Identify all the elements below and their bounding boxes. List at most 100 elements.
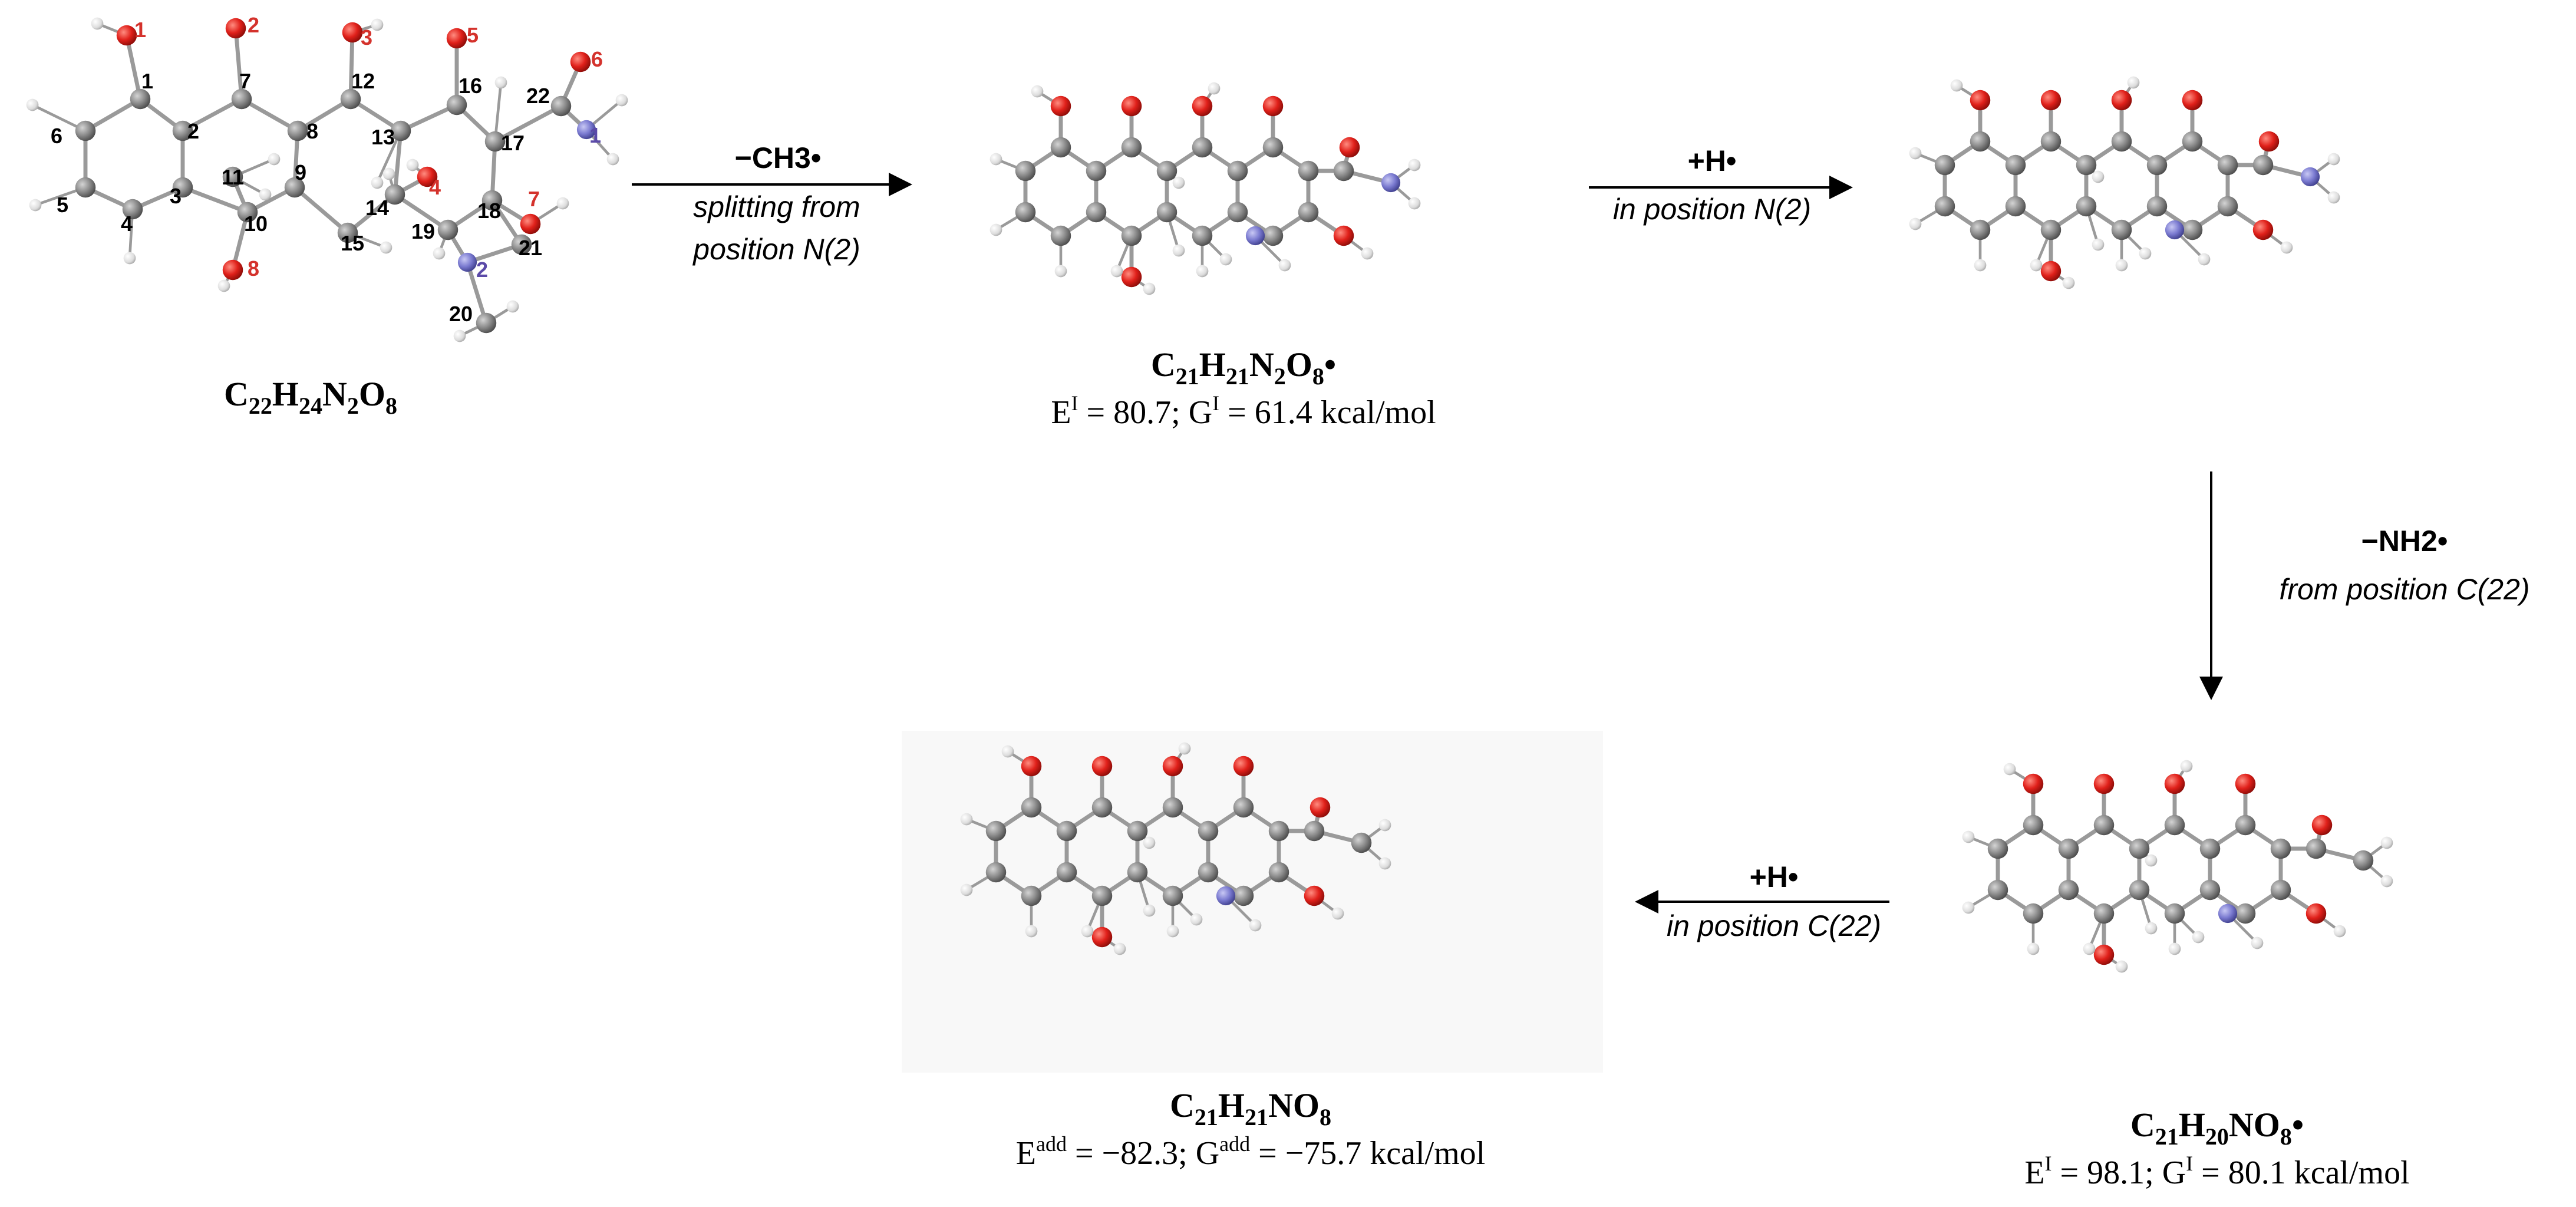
carbon-atom <box>2093 814 2115 836</box>
carbon-atom <box>1121 137 1142 158</box>
carbon-atom <box>1156 160 1177 182</box>
label-c22: 22 <box>526 84 550 108</box>
oxygen-atom <box>2111 90 2132 111</box>
carbon-atom <box>1934 154 1955 176</box>
carbon-atom <box>1198 820 1219 842</box>
hydrogen-atom <box>556 197 569 210</box>
bond <box>348 30 355 101</box>
hydrogen-atom <box>2083 942 2096 955</box>
hydrogen-atom <box>1962 901 1975 914</box>
hydrogen-atom <box>1909 147 1922 160</box>
oxygen-atom <box>225 18 246 39</box>
oxygen-atom <box>1192 95 1213 117</box>
hydrogen-atom <box>1974 259 1987 272</box>
molecule-4-structure <box>1962 760 2393 973</box>
carbon-atom <box>340 88 361 110</box>
label-c4: 4 <box>121 212 133 236</box>
carbon-atom <box>2111 219 2132 240</box>
oxygen-atom <box>1333 225 1354 246</box>
bond <box>180 185 250 215</box>
carbon-atom <box>1050 225 1071 246</box>
oxygen-atom <box>2093 944 2115 965</box>
label-c2: 2 <box>187 119 199 143</box>
carbon-atom <box>1091 885 1113 906</box>
reaction-1-reagent: −CH3• <box>735 141 822 174</box>
carbon-atom <box>1162 885 1183 906</box>
carbon-atom <box>1227 202 1248 223</box>
hydrogen-atom <box>2092 170 2105 183</box>
bond <box>292 185 350 235</box>
label-n1: 1 <box>589 123 601 147</box>
label-n2: 2 <box>476 258 488 282</box>
reaction-2-condition: in position N(2) <box>1613 193 1811 226</box>
carbon-atom <box>2076 154 2097 176</box>
oxygen-atom <box>1121 95 1142 117</box>
nitrogen-atom <box>2165 220 2185 240</box>
hydrogen-atom <box>1143 836 1156 849</box>
hydrogen-atom <box>1408 197 1421 210</box>
carbon-atom <box>337 222 358 243</box>
molecule-1-formula: C22H24N2O8 <box>224 375 397 419</box>
carbon-atom <box>1127 862 1148 883</box>
carbon-atom <box>1156 202 1177 223</box>
oxygen-atom <box>1162 756 1183 777</box>
hydrogen-atom <box>2030 259 2043 272</box>
reaction-3-condition: from position C(22) <box>2279 573 2529 606</box>
hydrogen-atom <box>2092 238 2105 251</box>
hydrogen-atom <box>2380 836 2393 849</box>
hydrogen-atom <box>91 17 104 30</box>
label-c3: 3 <box>170 184 182 208</box>
carbon-atom <box>130 88 151 110</box>
reaction-4-reagent: +H• <box>1750 860 1799 893</box>
carbon-atom <box>2111 131 2132 152</box>
hydrogen-atom <box>1962 830 1975 843</box>
label-c11: 11 <box>222 165 244 189</box>
hydrogen-atom <box>1208 82 1221 95</box>
carbon-atom <box>284 177 305 198</box>
bond <box>465 260 489 325</box>
carbon-atom <box>2058 879 2079 901</box>
hydrogen-atom <box>1054 265 1067 278</box>
label-c16: 16 <box>459 74 482 98</box>
label-c5: 5 <box>57 193 68 217</box>
carbon-atom <box>985 820 1007 842</box>
molecule-1-atom-labels: 1 2 3 4 5 6 7 8 9 10 11 12 13 14 15 16 1… <box>51 69 550 326</box>
carbon-atom <box>1050 137 1071 158</box>
oxygen-atom <box>2235 773 2256 794</box>
label-c8: 8 <box>306 119 318 143</box>
hydrogen-atom <box>2280 241 2293 254</box>
oxygen-atom <box>1339 137 1360 158</box>
carbon-atom <box>476 312 497 334</box>
carbon-atom <box>2129 838 2150 859</box>
oxygen-atom <box>1091 926 1113 948</box>
carbon-atom <box>2182 131 2203 152</box>
carbon-atom <box>122 199 143 220</box>
carbon-atom <box>1056 820 1077 842</box>
label-o4: 4 <box>429 175 441 199</box>
carbon-atom <box>1304 820 1325 842</box>
hydrogen-atom <box>2327 153 2340 166</box>
carbon-atom <box>2023 903 2044 924</box>
hydrogen-atom <box>1378 819 1391 832</box>
carbon-atom <box>2058 838 2079 859</box>
oxygen-atom <box>1304 885 1325 906</box>
carbon-atom <box>1227 160 1248 182</box>
bond <box>83 97 143 133</box>
hydrogen-atom <box>615 94 628 107</box>
label-c17: 17 <box>501 131 525 155</box>
oxygen-atom <box>2305 903 2327 924</box>
oxygen-atom <box>342 22 363 43</box>
oxygen-atom <box>2164 773 2185 794</box>
hydrogen-atom <box>1025 925 1038 938</box>
label-c7: 7 <box>239 69 251 93</box>
bond <box>239 97 300 133</box>
hydrogen-atom <box>1143 282 1156 295</box>
carbon-atom <box>511 234 532 255</box>
label-o6: 6 <box>591 47 603 71</box>
hydrogen-atom <box>2198 253 2211 266</box>
carbon-atom <box>2235 814 2256 836</box>
molecule-3-structure <box>1909 76 2340 289</box>
label-c13: 13 <box>371 125 395 149</box>
bond <box>295 97 353 133</box>
carbon-atom <box>2146 196 2168 217</box>
